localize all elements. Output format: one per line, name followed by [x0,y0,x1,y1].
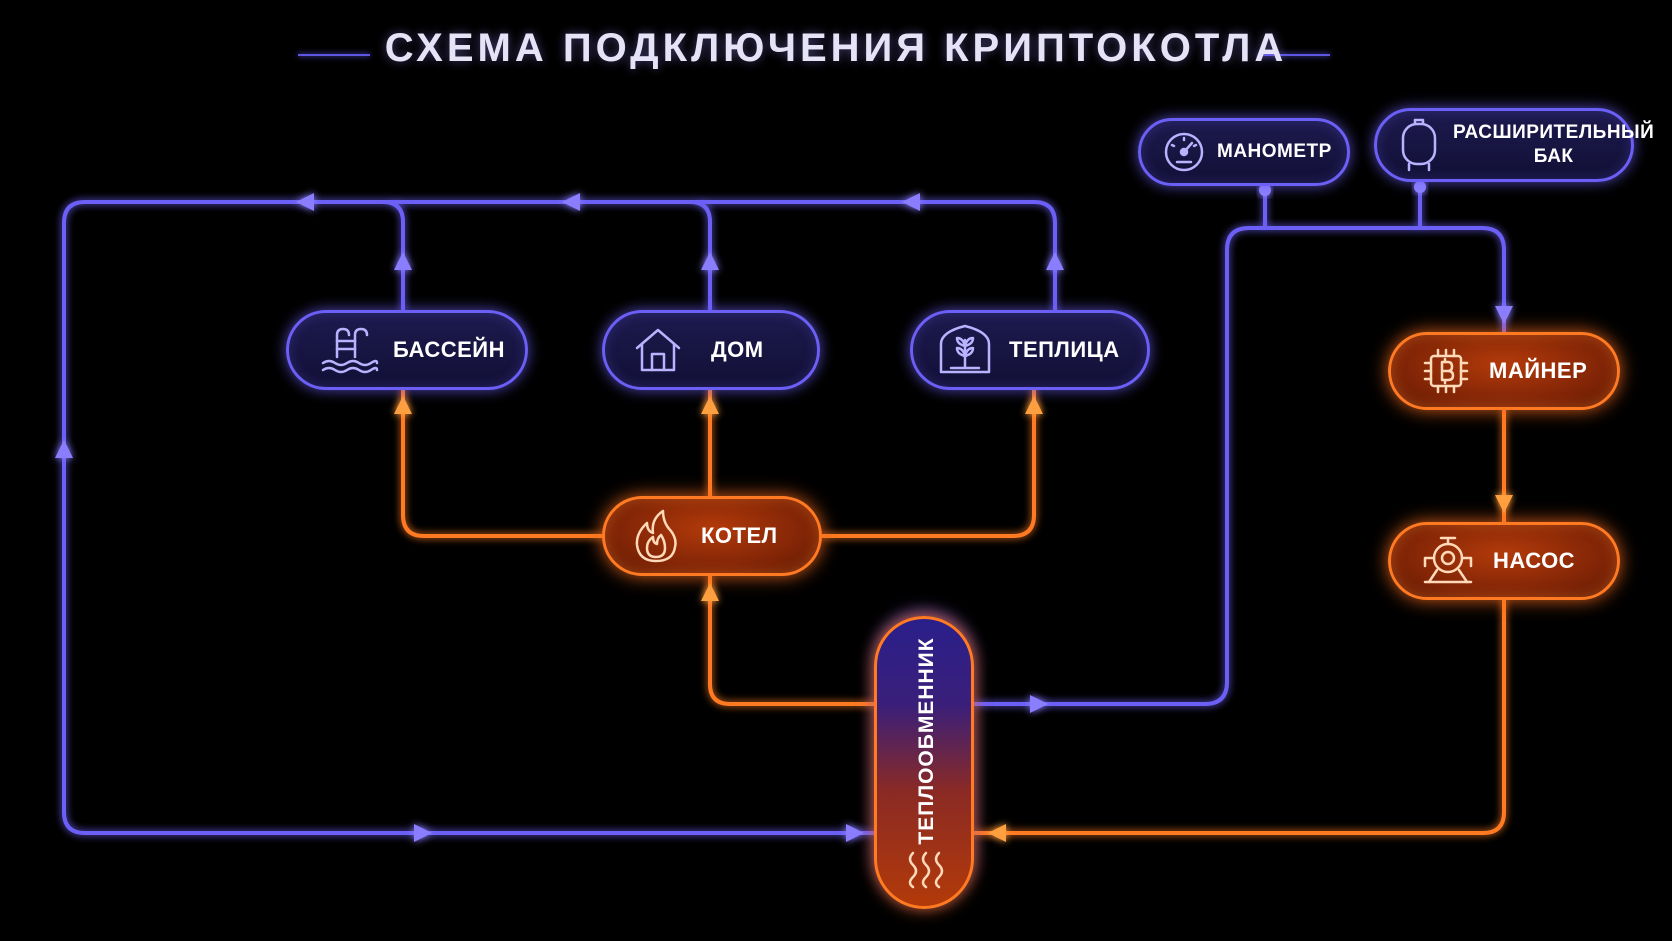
pipe-return-main [62,200,1057,835]
title-line-left [298,54,370,56]
pool-icon [319,325,379,375]
node-manometer[interactable]: МАНОМЕТР [1138,118,1350,186]
pipe-exchanger-out [972,226,1506,706]
pump-icon [1421,536,1475,586]
node-greenhouse[interactable]: ТЕПЛИЦА [910,310,1150,390]
node-heat-exchanger[interactable]: ТЕПЛООБМЕННИК [874,616,974,909]
tank-joint [1414,181,1426,193]
bitcoin-chip-icon [1421,346,1471,396]
node-boiler[interactable]: КОТЕЛ [602,496,822,576]
tank-label: РАСШИРИТЕЛЬНЫЙ БАК [1453,121,1654,169]
arrow-greenhouse-up [1046,252,1064,270]
arrow-exchanger-out [1030,695,1048,713]
page-title: СХЕМА ПОДКЛЮЧЕНИЯ КРИПТОКОТЛА [384,26,1288,70]
greenhouse-label: ТЕПЛИЦА [1009,337,1120,362]
node-expansion-tank[interactable]: РАСШИРИТЕЛЬНЫЙ БАК [1374,108,1654,182]
title-line-right [1258,54,1330,56]
arrow-to-exchanger [988,824,1006,842]
arrow-to-house [701,396,719,414]
house-label: ДОМ [711,337,764,362]
pump-label: НАСОС [1493,548,1576,573]
arrow-bottom-right-2 [846,824,864,842]
node-pool[interactable]: БАССЕЙН [286,310,528,390]
pipe-boiler-pool [401,386,606,538]
arrow-to-boiler [701,583,719,601]
tank-label-line2: БАК [1533,146,1574,167]
node-pump[interactable]: НАСОС [1388,522,1620,600]
manometer-joint [1259,184,1271,196]
arrow-to-greenhouse [1025,396,1043,414]
pipe-exchanger-boiler [708,574,876,706]
manometer-label: МАНОМЕТР [1217,141,1332,162]
pipe-boiler-greenhouse [820,386,1036,538]
node-house[interactable]: ДОМ [602,310,820,390]
pool-label: БАССЕЙН [393,337,505,362]
arrow-return-2 [562,193,580,211]
pipe-return-pool [381,200,405,314]
arrow-to-pump [1495,495,1513,513]
arrow-to-pool [394,396,412,414]
pipe-return-house [688,200,712,314]
arrow-return-3 [902,193,920,211]
pipe-pump-exchanger [972,598,1506,835]
node-miner[interactable]: МАЙНЕР [1388,332,1620,410]
greenhouse-icon [937,324,993,376]
heat-exchanger-label: ТЕПЛООБМЕННИК [915,637,938,845]
house-icon [633,326,683,374]
arrow-miner-in [1495,306,1513,324]
tank-label-line1: РАСШИРИТЕЛЬНЫЙ [1453,122,1655,143]
expansion-tank-icon [1399,118,1439,172]
miner-label: МАЙНЕР [1489,358,1588,383]
arrow-pool-up [394,252,412,270]
arrow-return-1 [296,193,314,211]
flame-icon [633,509,679,563]
gauge-icon [1163,131,1205,173]
arrow-left-up [55,440,73,458]
heat-waves-icon [905,849,947,894]
arrow-bottom-right-1 [414,824,432,842]
arrow-house-up [701,252,719,270]
boiler-label: КОТЕЛ [701,523,778,548]
